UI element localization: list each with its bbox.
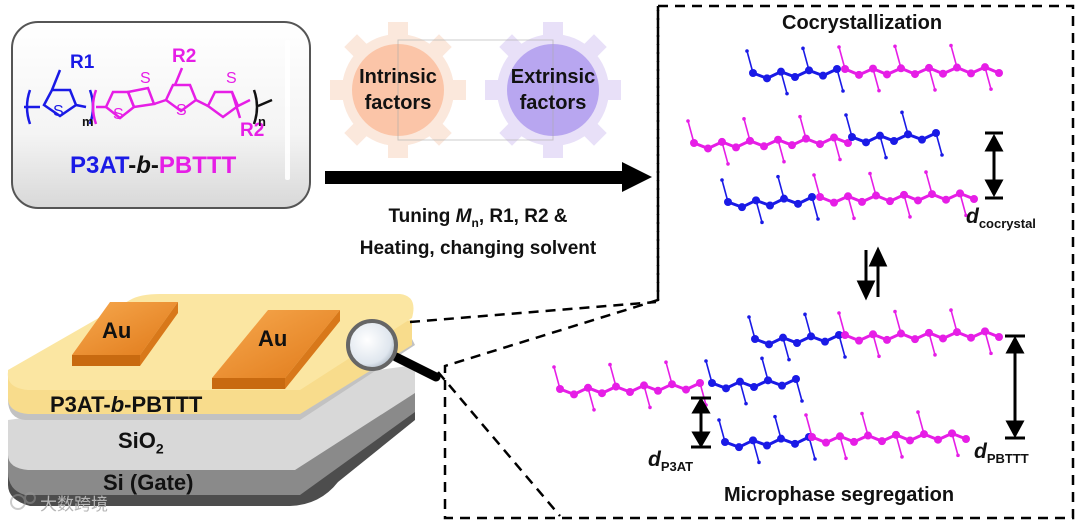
polymer-name-dash2: - (150, 152, 159, 179)
chain-segregated-3-pbttt (804, 410, 970, 461)
block-copolymer-structure (24, 67, 273, 125)
oxide-label-sub: 2 (155, 440, 164, 457)
polymer-name: P3AT-b-PBTTT (70, 152, 236, 180)
d-cocrystal-label: dcocrystal (966, 205, 1036, 231)
chain-cocrystal-1-pbttt (837, 43, 1003, 93)
polymer-name-b: b (136, 152, 151, 179)
tuning-line-2: Heating, changing solvent (359, 237, 597, 259)
d-pbttt-sub: PBTTT (986, 451, 1029, 467)
chain-segregated-2-pbttt (552, 360, 708, 412)
gate-label: Si (Gate) (103, 470, 194, 495)
intrinsic-line-2: factors (364, 92, 432, 114)
extrinsic-line-1: Extrinsic (510, 66, 596, 88)
sulfur-label-3: S (140, 70, 151, 87)
microphase-segregation-title: Microphase segregation (724, 484, 955, 506)
sulfur-label-1: S (53, 103, 64, 120)
d-p3at-d: d (648, 448, 661, 471)
oxide-label-main: SiO (118, 428, 156, 453)
d-p3at-marker (691, 396, 711, 449)
watermark-text: 大数跨境 (40, 495, 108, 515)
polymer-name-p3at: P3AT (70, 152, 129, 179)
chain-segregated-3-p3at (717, 414, 817, 465)
chain-segregated-1-pbttt (837, 308, 1003, 359)
au-electrode-left (72, 302, 178, 366)
d-cocrystal-sub: cocrystal (978, 216, 1036, 232)
watermark-logo-icon (10, 492, 36, 510)
au-label-left: Au (102, 318, 132, 343)
sulfur-label-2: S (113, 106, 124, 123)
tuning-line-1: Tuning Mn, R1, R2 & (330, 204, 626, 236)
r1-label: R1 (70, 52, 95, 73)
polymer-name-pbttt: PBTTT (158, 152, 237, 179)
r2-bottom-label: R2 (240, 120, 265, 141)
repeat-m-label: m (82, 114, 94, 129)
repeat-n-label: n (258, 114, 266, 129)
film-label: P3AT-b-PBTTT (50, 392, 202, 418)
extrinsic-factors-label: Extrinsic factors (505, 64, 601, 116)
film-label-a: P3AT- (50, 392, 111, 417)
intrinsic-line-1: Intrinsic (359, 66, 437, 88)
equilibrium-arrows (856, 246, 888, 301)
tuning-text: Tuning Mn, R1, R2 & Heating, changing so… (330, 204, 626, 262)
oxide-label: SiO2 (118, 428, 164, 456)
molecule-panel (11, 21, 311, 209)
d-cocrystal-d: d (966, 205, 979, 228)
sulfur-label-4: S (176, 102, 187, 119)
d-cocrystal-marker (984, 131, 1004, 200)
chain-cocrystal-3-pbttt (812, 170, 978, 221)
tuning-prefix: Tuning (388, 206, 456, 227)
tuning-m-sub: n (471, 215, 479, 230)
tuning-suffix: , R1, R2 & (478, 206, 568, 227)
chain-cocrystal-2-pbttt (686, 114, 852, 166)
chain-cocrystal-1-p3at (745, 46, 845, 96)
d-p3at-sub: P3AT (660, 459, 694, 475)
extrinsic-line-2: factors (519, 92, 587, 114)
d-pbttt-d: d (974, 440, 987, 463)
au-electrode-right (212, 310, 340, 389)
r2-top-label: R2 (172, 46, 197, 67)
film-label-c: -PBTTT (124, 392, 203, 417)
sulfur-label-5: S (226, 70, 237, 87)
chain-cocrystal-2-p3at (844, 110, 944, 160)
chain-segregated-1-p3at (747, 312, 847, 362)
chain-segregated-2-p3at (704, 356, 804, 406)
magnifier-icon (346, 319, 441, 382)
chain-drawings (552, 43, 1003, 465)
d-pbttt-label: dPBTTT (974, 440, 1029, 466)
intrinsic-factors-label: Intrinsic factors (350, 64, 446, 116)
au-label-right: Au (258, 326, 288, 351)
d-pbttt-marker (1005, 334, 1025, 440)
cocrystallization-title: Cocrystallization (782, 12, 943, 34)
chain-cocrystal-3-p3at (720, 174, 820, 225)
film-label-b: b (110, 392, 125, 417)
d-p3at-label: dP3AT (648, 448, 693, 474)
tuning-m: M (455, 206, 472, 227)
process-arrow (325, 162, 652, 192)
polymer-name-dash1: - (128, 152, 137, 179)
